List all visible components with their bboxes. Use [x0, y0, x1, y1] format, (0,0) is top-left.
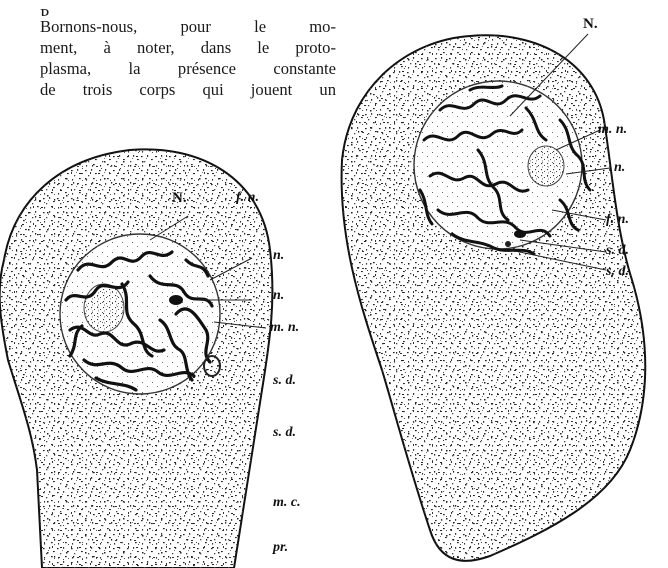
- left-label-fn: f. n.: [236, 190, 259, 206]
- right-label-n: n.: [614, 160, 625, 176]
- right-label-mn: m. n.: [598, 122, 627, 138]
- left-label-mc: m. c.: [273, 495, 301, 511]
- right-label-sd1: s. d.: [606, 243, 629, 259]
- left-label-n1: n.: [273, 248, 284, 264]
- left-label-mn: m. n.: [270, 320, 299, 336]
- left-label-sd1: s. d.: [273, 373, 296, 389]
- left-label-n2: n.: [273, 288, 284, 304]
- right-cell: [342, 34, 646, 561]
- right-label-sd2: s. d.: [606, 264, 629, 280]
- right-nucleolus: [528, 146, 564, 186]
- left-label-N: N.: [172, 190, 187, 207]
- left-dark-body: [169, 295, 183, 305]
- right-label-N: N.: [583, 16, 598, 33]
- left-label-sd2: s. d.: [273, 425, 296, 441]
- left-nucleolus: [84, 284, 124, 332]
- left-cell: [0, 149, 272, 568]
- right-label-fn: f. n.: [606, 212, 629, 228]
- left-label-pr: pr.: [273, 540, 288, 556]
